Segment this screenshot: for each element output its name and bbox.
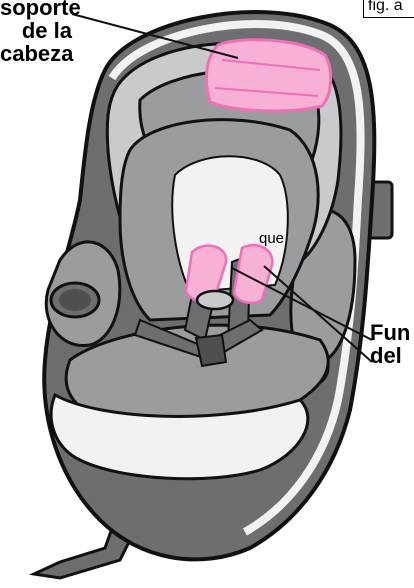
strap-cover-label-line-1: Fun (370, 321, 410, 344)
strap-cover-label: Fun del (370, 321, 410, 367)
strap-cover-label-line-2: del (370, 344, 410, 367)
crotch-buckle (196, 335, 226, 366)
head-support-label-line-1: soporte (0, 0, 72, 19)
head-support-label: soporte de la cabeza (0, 0, 72, 65)
text-fragment: que (259, 230, 284, 247)
head-support-label-line-2: de la (0, 19, 72, 42)
head-support-label-line-3: cabeza (0, 42, 72, 65)
chest-clip (197, 291, 233, 309)
figure-tag: fig. a (363, 0, 414, 18)
head-support-pad (206, 40, 330, 111)
